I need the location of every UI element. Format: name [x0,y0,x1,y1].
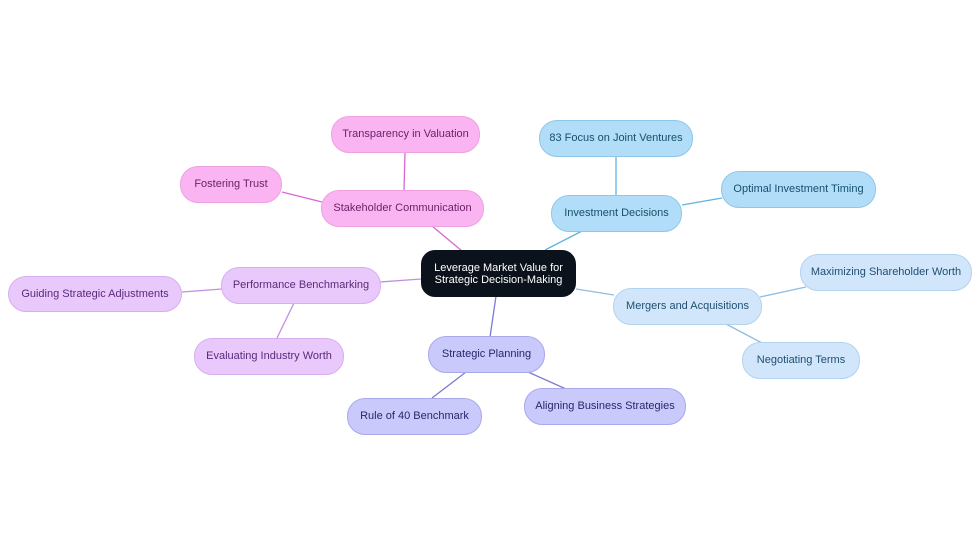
node-stakeholder-communication[interactable]: Stakeholder Communication [321,190,484,227]
node-label: Performance Benchmarking [232,279,370,291]
node-label: Transparency in Valuation [342,128,469,140]
node-performance-benchmarking[interactable]: Performance Benchmarking [221,267,381,304]
node-label: Evaluating Industry Worth [206,350,332,362]
edge-performance-guiding [181,288,223,293]
node-fostering-trust[interactable]: Fostering Trust [180,166,282,203]
edge-strategic-aligning [527,371,567,390]
node-label: Fostering Trust [194,178,268,190]
node-focus-on-joint-ventures[interactable]: 83 Focus on Joint Ventures [539,120,693,157]
node-label: Stakeholder Communication [333,202,472,214]
root-label-line1: Leverage Market Value for [434,261,563,274]
node-label: Guiding Strategic Adjustments [21,287,169,300]
edge-root-performance [379,278,422,283]
node-transparency-in-valuation[interactable]: Transparency in Valuation [331,116,480,153]
node-guiding-strategic-adjustments[interactable]: Guiding Strategic Adjustments [8,276,182,312]
node-evaluating-industry-worth[interactable]: Evaluating Industry Worth [194,338,344,375]
node-label: Optimal Investment Timing [733,183,864,195]
node-rule-of-40-benchmark[interactable]: Rule of 40 Benchmark [347,398,482,435]
edge-investment-timing [681,197,723,206]
edge-stakeholder-transparency [403,151,406,191]
edge-mergers-negotiating [725,323,763,344]
node-label: Investment Decisions [564,207,669,219]
node-strategic-planning[interactable]: Strategic Planning [428,336,545,373]
edge-performance-evaluating [276,302,295,339]
node-label: Negotiating Terms [756,354,846,366]
node-optimal-investment-timing[interactable]: Optimal Investment Timing [721,171,876,208]
root-node[interactable]: Leverage Market Value for Strategic Deci… [421,250,576,297]
node-mergers-and-acquisitions[interactable]: Mergers and Acquisitions [613,288,762,325]
node-negotiating-terms[interactable]: Negotiating Terms [742,342,860,379]
node-label: Aligning Business Strategies [535,400,675,412]
node-label: Strategic Planning [441,348,532,360]
node-maximizing-shareholder-worth[interactable]: Maximizing Shareholder Worth [800,254,972,291]
edge-stakeholder-trust [281,191,323,203]
root-label-line2: Strategic Decision-Making [434,273,563,286]
edge-root-strategic [489,295,497,338]
node-investment-decisions[interactable]: Investment Decisions [551,195,682,232]
edge-root-stakeholder [431,225,463,252]
node-label: 83 Focus on Joint Ventures [549,132,683,144]
node-label: Mergers and Acquisitions [626,300,749,312]
edge-mergers-shareholder [759,286,807,298]
edge-strategic-rule40 [431,371,467,399]
node-label: Maximizing Shareholder Worth [810,266,962,278]
edge-root-mergers [575,288,615,296]
node-aligning-business-strategies[interactable]: Aligning Business Strategies [524,388,686,425]
node-label: Rule of 40 Benchmark [360,410,469,422]
edge-root-investment [544,229,585,251]
